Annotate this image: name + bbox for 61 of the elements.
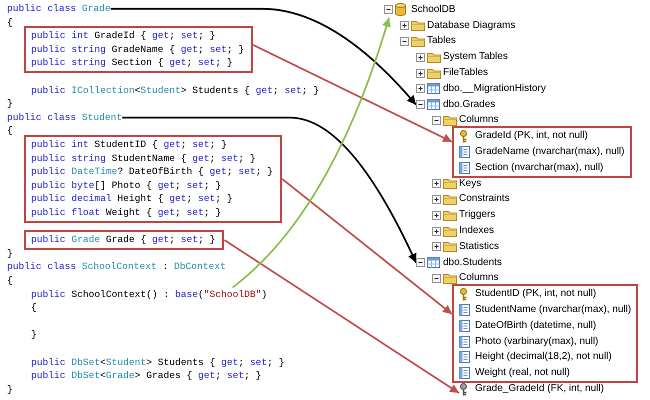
tree-item-label: Triggers (459, 209, 496, 222)
code-line: { (31, 301, 37, 315)
code-line: public string Section { get; set; } (31, 56, 233, 70)
code-line: public decimal Height { get; set; } (31, 192, 233, 206)
tree-item-label: Weight (real, not null) (475, 367, 570, 380)
code-line: { (7, 16, 13, 30)
tree-item-label: Photo (varbinary(max), null) (475, 336, 598, 348)
tree-item-label: Grade_GradeId (FK, int, null) (475, 383, 604, 396)
tree-item-label: GradeId (PK, int, not null) (475, 130, 588, 142)
highlight-box (452, 126, 632, 178)
code-line: } (7, 97, 13, 111)
highlight-box (24, 135, 282, 223)
code-line: public ICollection<Student> Students { get; set; } (31, 84, 320, 98)
arrow (224, 239, 460, 394)
code-line: public DateTime? DateOfBirth { get; set; } (31, 165, 273, 179)
code-line: public SchoolContext() : base("SchoolDB") (31, 288, 268, 302)
tree-item-label: StudentName (nvarchar(max), null) (475, 304, 632, 316)
arrow (252, 44, 452, 143)
tree-item-label: Columns (459, 114, 498, 126)
tree-item-label: Statistics (459, 240, 500, 253)
code-line: { (7, 274, 13, 288)
tree-item-label: dbo.Students (443, 256, 502, 269)
tree-item-label: Section (nvarchar(max), null) (475, 162, 604, 174)
code-line: public string StudentName { get; set; } (31, 152, 256, 166)
tree-item-label: dbo.__MigrationHistory (443, 82, 546, 95)
code-line: public class SchoolContext : DbContext (7, 260, 226, 274)
tree-item-label: Columns (459, 272, 498, 284)
code-line: public float Weight { get; set; } (31, 206, 222, 220)
code-line: public DbSet<Student> Students { get; set; } (31, 356, 284, 370)
arrow (122, 116, 417, 264)
tree-item-label: Database Diagrams (427, 20, 516, 32)
code-line: public Grade Grade { get; set; } (31, 233, 216, 247)
code-line: } (31, 328, 37, 342)
code-line: public int StudentID { get; set; } (31, 138, 227, 152)
tree-item-label: SchoolDB (411, 4, 456, 16)
code-line: public int GradeId { get; set; } (31, 29, 216, 43)
code-line: public class Grade (7, 2, 111, 16)
highlight-box (24, 26, 254, 73)
highlight-box (24, 230, 224, 250)
tree-item-label: FileTables (443, 67, 488, 80)
tree-item-label: DateOfBirth (datetime, null) (475, 320, 596, 332)
tree-item-label: Height (decimal(18,2), not null) (475, 351, 612, 364)
highlight-box (452, 284, 638, 384)
tree-item-label: Indexes (459, 225, 494, 238)
tree-item-label: System Tables (443, 51, 508, 64)
tree-item-label: Constraints (459, 193, 510, 206)
tree-item-label: dbo.Grades (443, 98, 496, 111)
code-line: public string GradeName { get; set; } (31, 42, 244, 56)
tree-item-label: GradeName (nvarchar(max), null) (475, 146, 624, 158)
code-line: public class Student (7, 110, 122, 124)
code-line: { (7, 124, 13, 138)
code-line: public byte[] Photo { get; set; } (31, 178, 222, 192)
tree-item-label: Tables (427, 35, 456, 48)
code-line: public DbSet<Grade> Grades { get; set; } (31, 369, 262, 383)
code-line: } (7, 382, 13, 396)
tree-item-label: Keys (459, 178, 482, 190)
arrow (281, 178, 453, 315)
tree-item-label: StudentID (PK, int, not null) (475, 288, 596, 300)
arrow (232, 18, 391, 288)
code-line: } (7, 246, 13, 260)
arrow (110, 8, 417, 106)
